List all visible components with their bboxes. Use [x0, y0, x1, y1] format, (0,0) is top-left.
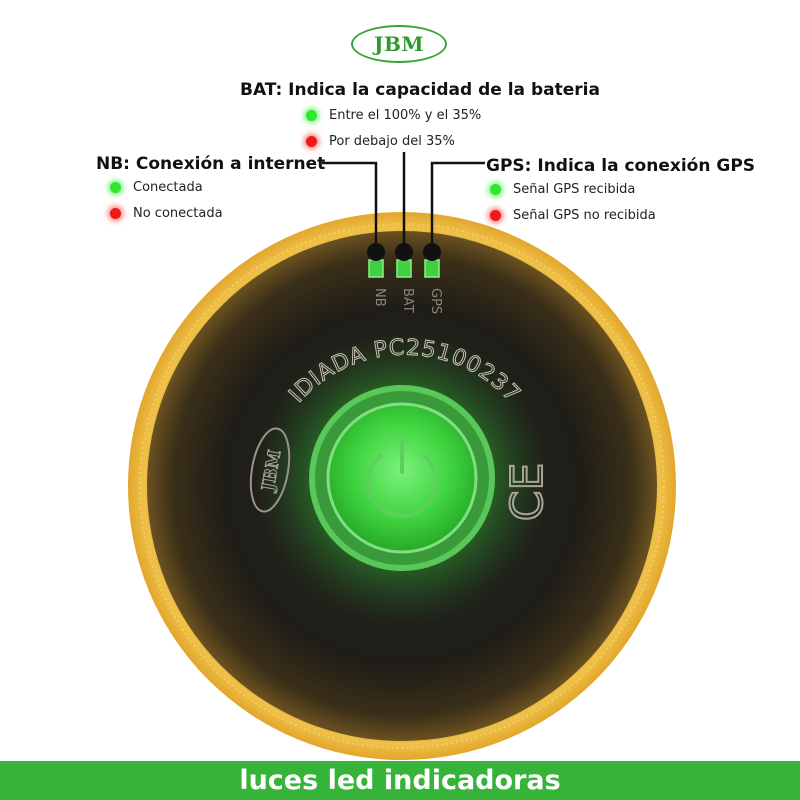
- jbm-logo: JBM: [351, 25, 447, 63]
- gps-heading: GPS: Indica la conexión GPS: [486, 156, 756, 176]
- jbm-logo-text: JBM: [373, 32, 424, 56]
- red-dot-icon: [490, 210, 501, 221]
- nb-heading: NB: Conexión a internet: [96, 154, 326, 174]
- nb-item-label: Conectada: [133, 180, 203, 195]
- bat-legend-item: Entre el 100% y el 35%: [306, 108, 481, 123]
- led-label-gps: GPS: [428, 288, 443, 314]
- red-dot-icon: [306, 136, 317, 147]
- green-dot-icon: [110, 182, 121, 193]
- red-dot-icon: [110, 208, 121, 219]
- leader-lines: [322, 152, 485, 252]
- led-label-nb: NB: [372, 288, 387, 307]
- gps-legend-item: Señal GPS no recibida: [490, 208, 656, 223]
- led-row: [368, 259, 440, 278]
- led-gps: [424, 259, 440, 278]
- pointer-dot-gps: [423, 243, 441, 261]
- pointer-dot-nb: [367, 243, 385, 261]
- gps-item-label: Señal GPS no recibida: [513, 208, 656, 223]
- nb-item-label: No conectada: [133, 206, 223, 221]
- ce-mark: CE: [502, 463, 553, 522]
- bat-item-label: Entre el 100% y el 35%: [329, 108, 482, 123]
- nb-legend-item: Conectada: [110, 180, 203, 195]
- green-dot-icon: [490, 184, 501, 195]
- bat-legend-item: Por debajo del 35%: [306, 134, 455, 149]
- bat-item-label: Por debajo del 35%: [329, 134, 455, 149]
- led-bat: [396, 259, 412, 278]
- gps-item-label: Señal GPS recibida: [513, 182, 636, 197]
- green-dot-icon: [306, 110, 317, 121]
- pointer-dot-bat: [395, 243, 413, 261]
- banner-title: luces led indicadoras: [239, 765, 561, 796]
- power-icon: [366, 438, 438, 518]
- bottom-banner: luces led indicadoras: [0, 761, 800, 800]
- nb-legend-item: No conectada: [110, 206, 223, 221]
- bat-heading: BAT: Indica la capacidad de la bateria: [240, 80, 600, 100]
- led-nb: [368, 259, 384, 278]
- led-label-bat: BAT: [400, 288, 415, 313]
- gps-legend-item: Señal GPS recibida: [490, 182, 635, 197]
